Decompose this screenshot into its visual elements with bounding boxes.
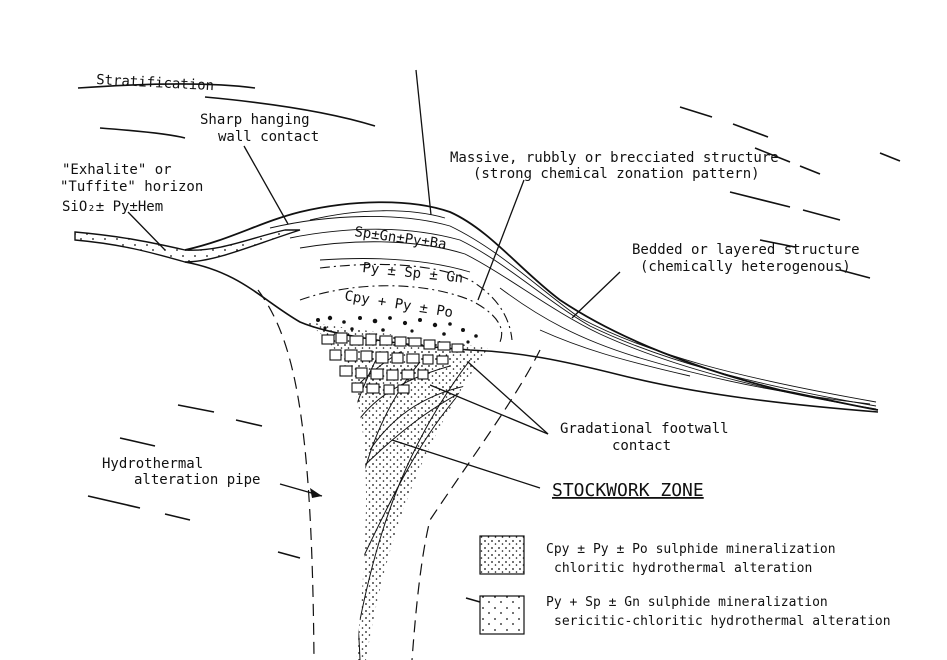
legend-2-line-1: Py + Sp ± Gn sulphide mineralization: [546, 595, 828, 610]
exhalite-horizon: [74, 229, 301, 263]
massive-label-1: Massive, rubbly or brecciated structure: [450, 150, 779, 166]
sharp-contact-label-2: wall contact: [218, 129, 319, 145]
bedded-label-2: (chemically heterogenous): [640, 259, 851, 275]
massive-label-2: (strong chemical zonation pattern): [473, 166, 760, 182]
exhalite-label-1: "Exhalite" or: [62, 162, 172, 178]
leader-lines: [127, 145, 621, 497]
legend-2-line-2: sericitic-chloritic hydrothermal alterat…: [554, 614, 891, 629]
stratification-lines: [77, 83, 901, 603]
exhalite-label-2: "Tuffite" horizon: [60, 179, 203, 195]
legend-swatch-dense: [479, 535, 525, 575]
legend-swatch-sparse: [479, 595, 525, 635]
pipe-outer-left: [257, 289, 315, 660]
pipe-label-2: alteration pipe: [134, 472, 260, 488]
stockwork-breccia: [321, 332, 464, 395]
sharp-contact-label-1: Sharp hanging: [200, 112, 310, 128]
legend-1-line-1: Cpy ± Py ± Po sulphide mineralization: [546, 542, 836, 557]
pipe-label-1: Hydrothermal: [102, 456, 203, 472]
lens-top: [184, 201, 879, 411]
legend-1-line-2: chloritic hydrothermal alteration: [554, 561, 812, 576]
bedded-label-1: Bedded or layered structure: [632, 242, 860, 258]
stratification-label: Stratification: [96, 72, 215, 94]
footwall-label-1: Gradational footwall: [560, 421, 729, 437]
legend: Cpy ± Py ± Po sulphide mineralization ch…: [479, 535, 891, 635]
zone-top-label: Sp±Gn±Py±Ba: [353, 224, 447, 253]
drill-line: [415, 69, 432, 216]
exhalite-label-3: SiO₂± Py±Hem: [62, 199, 163, 215]
zonation-boundaries: [299, 263, 513, 343]
footwall-label-2: contact: [612, 438, 671, 454]
breccia-fragments: [316, 315, 478, 344]
bedded-layers: [269, 210, 877, 410]
stockwork-label: STOCKWORK ZONE: [552, 480, 704, 501]
pipe-outer-right: [411, 349, 541, 660]
zone-mid-label: Py ± Sp ± Gn: [362, 260, 464, 286]
pipe-arrow-head: [310, 488, 322, 498]
